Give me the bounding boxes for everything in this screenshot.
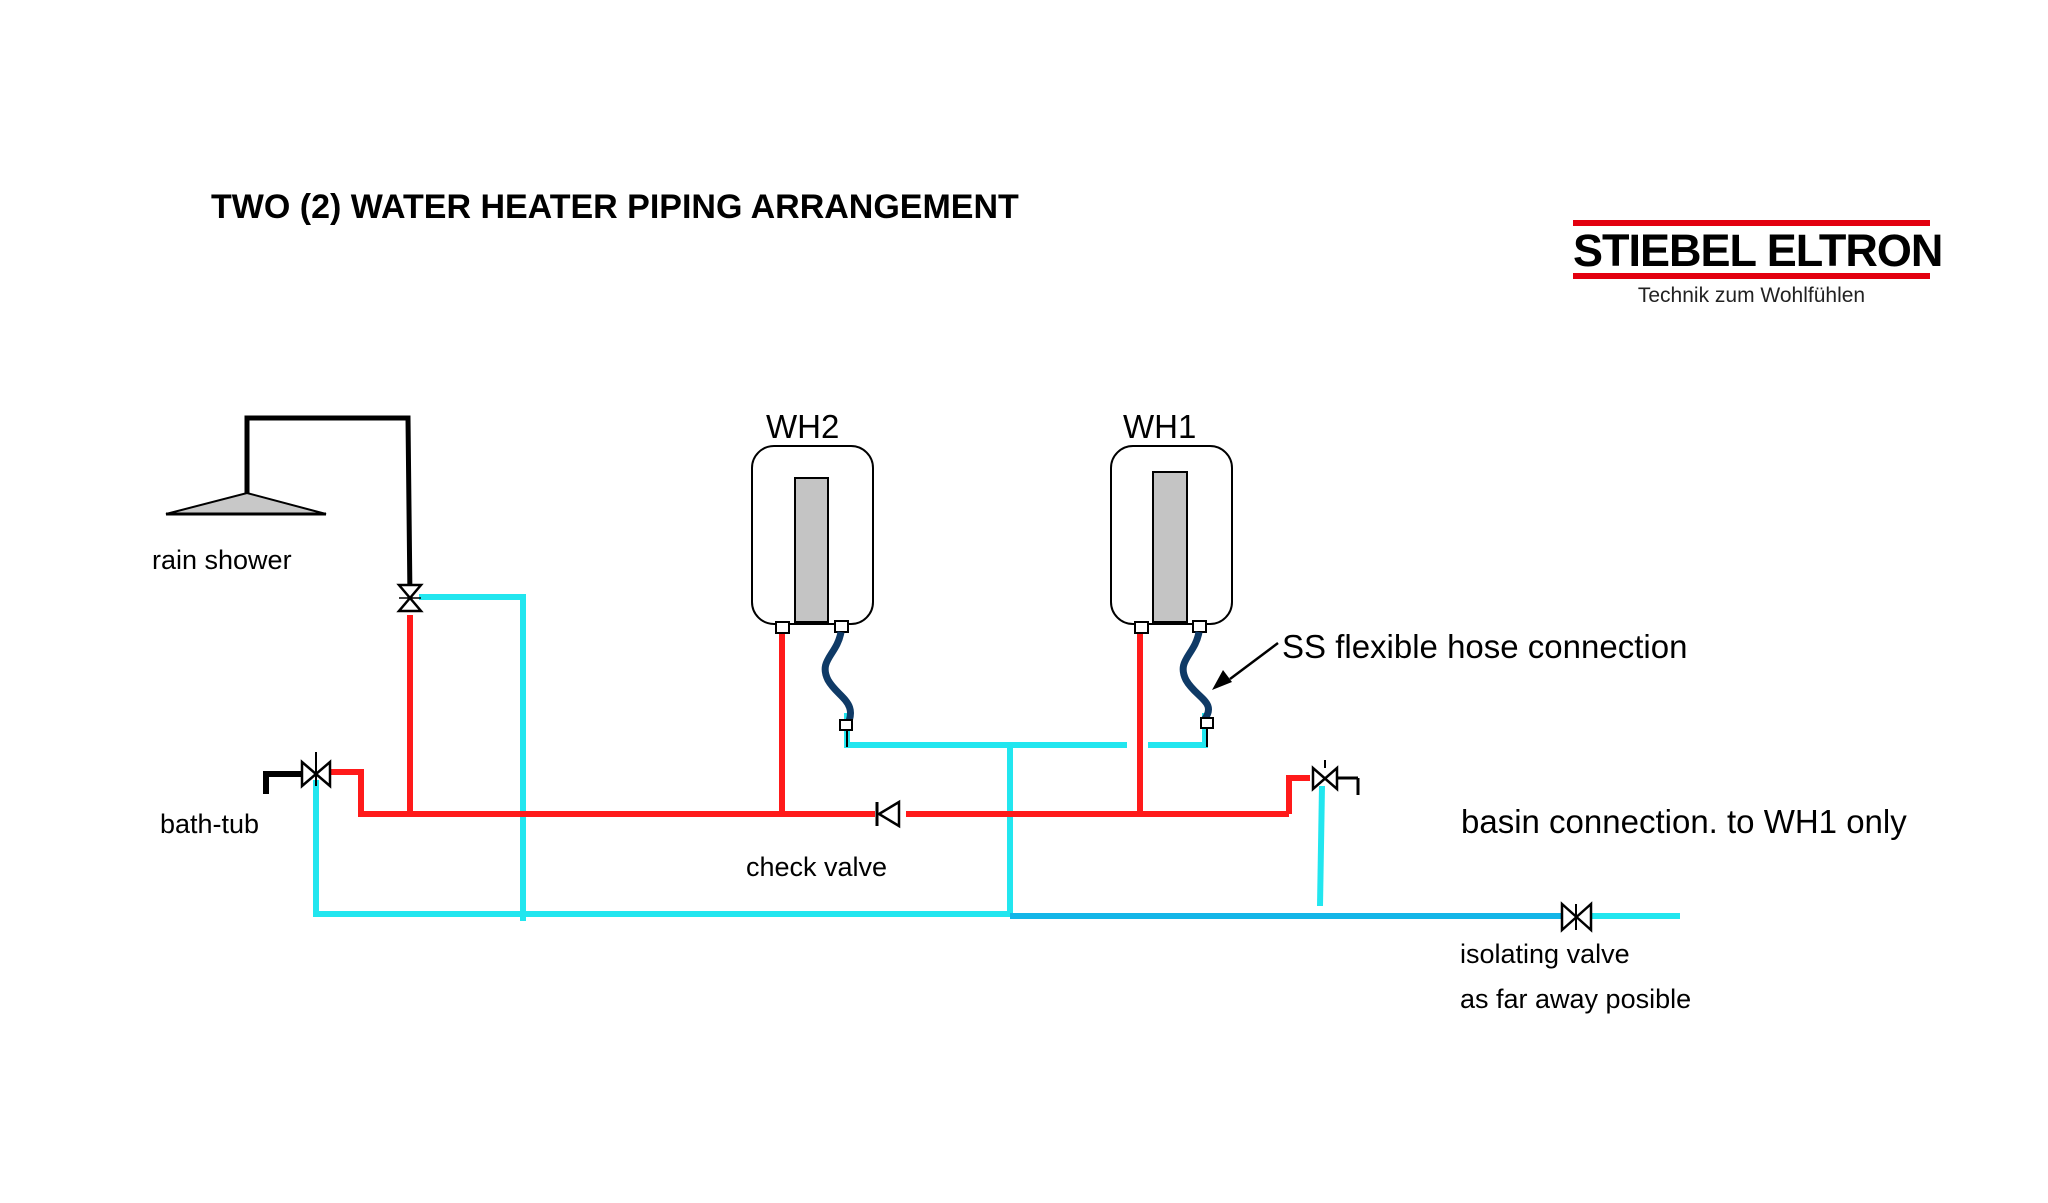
hose-leader-arrow [1212,642,1279,690]
check-valve-symbol [875,799,901,829]
isolating-valve-note: as far away posible [1460,984,1692,1014]
logo-tagline: Technik zum Wohlfühlen [1637,284,1866,307]
check-valve-label: check valve [746,852,888,882]
bath-tub-fixture [263,752,332,794]
water-heater-wh2 [751,445,874,747]
rain-shower-head [165,415,413,600]
shower-valve [396,583,424,613]
logo-name: STIEBEL ELTRON [1573,225,1943,276]
logo-top-bar [1573,220,1930,226]
isolating-valve-label: isolating valve [1460,939,1630,969]
water-heater-wh1 [1110,445,1233,747]
isolating-valve-symbol [1560,901,1593,933]
hot-water-lines [326,615,1310,817]
wh2-label: WH2 [766,408,840,445]
stiebel-eltron-logo: STIEBEL ELTRON Technik zum Wohlfühlen [1573,220,1943,312]
basin-fixture [1311,760,1360,795]
basin-connection-label: basin connection. to WH1 only [1461,803,1907,840]
logo-bottom-bar [1573,273,1930,279]
bath-tub-label: bath-tub [160,809,260,839]
hose-connection-label: SS flexible hose connection [1282,628,1688,665]
diagram-title: TWO (2) WATER HEATER PIPING ARRANGEMENT [211,188,1019,226]
wh1-label: WH1 [1123,408,1197,445]
rain-shower-label: rain shower [152,545,292,575]
